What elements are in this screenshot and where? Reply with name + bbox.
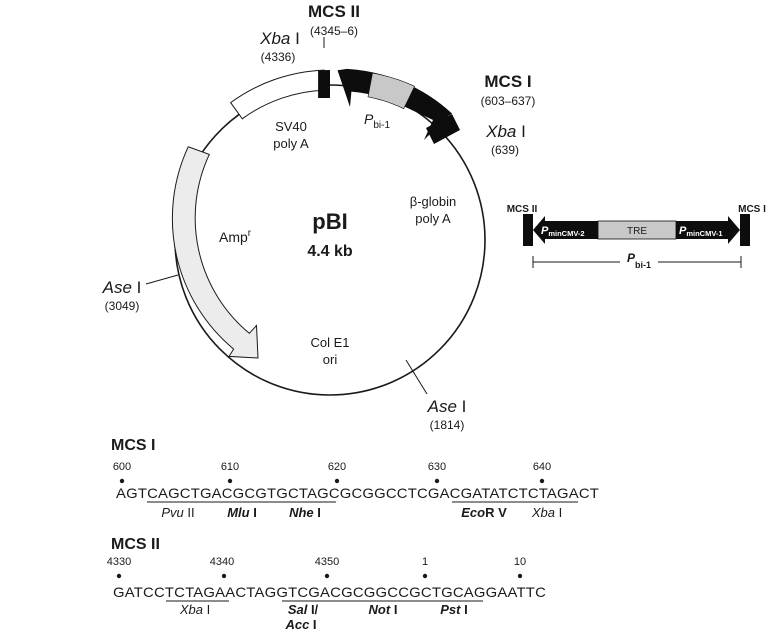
mcs2-title: MCS II bbox=[111, 536, 160, 553]
ampr-label: Ampr bbox=[219, 228, 252, 245]
xba-4336-label: Xba I bbox=[259, 29, 300, 48]
mcs2-not-label: Not I bbox=[369, 602, 398, 617]
inset-mcs1-block bbox=[740, 214, 750, 246]
mcs1-pvu-label: Pvu II bbox=[161, 505, 194, 520]
cole1-label-line2: ori bbox=[323, 352, 338, 367]
inset-pbi1-label: Pbi-1 bbox=[627, 251, 651, 270]
mcs2-tick-4340: 4340 bbox=[210, 556, 234, 568]
mcs1-tick-600: 600 bbox=[113, 461, 131, 473]
beta-globin-label-line1: β-globin bbox=[410, 194, 457, 209]
mcs1-dot-640 bbox=[539, 478, 545, 484]
ase-1814-position: (1814) bbox=[430, 418, 465, 432]
mcs2-pst-label: Pst I bbox=[440, 602, 467, 617]
mcs2-tick-4330: 4330 bbox=[107, 556, 131, 568]
mcs1-title: MCS I bbox=[111, 437, 155, 454]
mcs1-sequence: AGTCAGCTGACGCGTGCTAGCGCGGCCTCGACGATATCTC… bbox=[116, 485, 599, 501]
mcs2-dot-4340 bbox=[221, 573, 227, 579]
sv40-label-line1: SV40 bbox=[275, 119, 307, 134]
inset-tre-label: TRE bbox=[627, 226, 647, 237]
mcs2-dot-4350 bbox=[324, 573, 330, 579]
mcs1-eco-label: EcoR V bbox=[461, 505, 507, 520]
pbi1-promoter-arrow bbox=[337, 68, 453, 140]
sv40-label-line2: poly A bbox=[273, 136, 309, 151]
mcs2-site-position: (4345–6) bbox=[310, 24, 358, 38]
pbi1-label: Pbi-1 bbox=[364, 111, 390, 131]
xba-639-position: (639) bbox=[491, 143, 519, 157]
mcs1-xba-label: Xba I bbox=[531, 505, 562, 520]
mcs1-sequence-panel: MCS I 600 610 620 630 640 AGTCAGCTGACGCG… bbox=[111, 437, 599, 520]
cole1-label-line1: Col E1 bbox=[310, 335, 349, 350]
inset-left-promoter bbox=[533, 216, 598, 244]
mcs1-dot-630 bbox=[434, 478, 440, 484]
mcs2-sal-label: Sal I/ bbox=[288, 602, 319, 617]
mcs2-tick-1: 1 bbox=[422, 556, 428, 568]
mcs2-block bbox=[318, 69, 330, 98]
mcs1-tick-620: 620 bbox=[328, 461, 346, 473]
plasmid-map: pBI 4.4 kb SV40 poly A Pbi-1 Ampr β-glob… bbox=[102, 2, 536, 432]
mcs2-acc-label: Acc I bbox=[284, 617, 316, 632]
inset-left-promoter-label: PminCMV-2 bbox=[541, 225, 585, 238]
mcs2-sequence-panel: MCS II 4330 4340 4350 1 10 GATCCTCTAGAAC… bbox=[107, 536, 546, 632]
mcs2-dot-1 bbox=[422, 573, 428, 579]
mcs1-dot-600 bbox=[119, 478, 125, 484]
inset-right-promoter-label: PminCMV-1 bbox=[679, 225, 723, 238]
inset-mcs2-label: MCS II bbox=[507, 204, 538, 215]
ase-3049-tick bbox=[145, 274, 179, 285]
mcs1-site-position: (603–637) bbox=[481, 94, 536, 108]
mcs1-mlu-label: Mlu I bbox=[227, 505, 257, 520]
tre-segment bbox=[367, 72, 416, 110]
mcs1-nhe-label: Nhe I bbox=[289, 505, 321, 520]
xba-639-label: Xba I bbox=[485, 122, 526, 141]
mcs1-block bbox=[426, 114, 460, 144]
mcs1-tick-630: 630 bbox=[428, 461, 446, 473]
mcs1-tick-610: 610 bbox=[221, 461, 239, 473]
plasmid-size: 4.4 kb bbox=[307, 243, 353, 260]
ampr-arrow bbox=[171, 146, 259, 359]
mcs2-dot-4330 bbox=[116, 573, 122, 579]
mcs2-sequence: GATCCTCTAGAACTAGGTCGACGCGGCCGCTGCAGGAATT… bbox=[113, 584, 546, 600]
ase-3049-label: Ase I bbox=[102, 278, 142, 297]
mcs1-dot-620 bbox=[334, 478, 340, 484]
pbi1-inset: MCS II MCS I PminCMV-2 TRE PminCMV-1 Pbi… bbox=[507, 204, 766, 270]
sv40-polya-block bbox=[229, 69, 326, 120]
inset-right-promoter bbox=[676, 216, 740, 244]
ase-1814-label: Ase I bbox=[427, 397, 467, 416]
plasmid-name: pBI bbox=[312, 209, 347, 234]
beta-globin-label-line2: poly A bbox=[415, 211, 451, 226]
mcs2-dot-10 bbox=[517, 573, 523, 579]
xba-4336-position: (4336) bbox=[261, 50, 296, 64]
mcs1-dot-610 bbox=[227, 478, 233, 484]
mcs1-tick-640: 640 bbox=[533, 461, 551, 473]
mcs2-tick-4350: 4350 bbox=[315, 556, 339, 568]
inset-mcs1-label: MCS I bbox=[738, 204, 766, 215]
mcs2-tick-10: 10 bbox=[514, 556, 526, 568]
mcs1-site-label: MCS I bbox=[484, 72, 531, 91]
ase-3049-position: (3049) bbox=[105, 299, 140, 313]
mcs2-xba-label: Xba I bbox=[179, 602, 210, 617]
mcs2-site-label: MCS II bbox=[308, 2, 360, 21]
inset-mcs2-block bbox=[523, 214, 533, 246]
ase-1814-tick bbox=[405, 359, 428, 395]
